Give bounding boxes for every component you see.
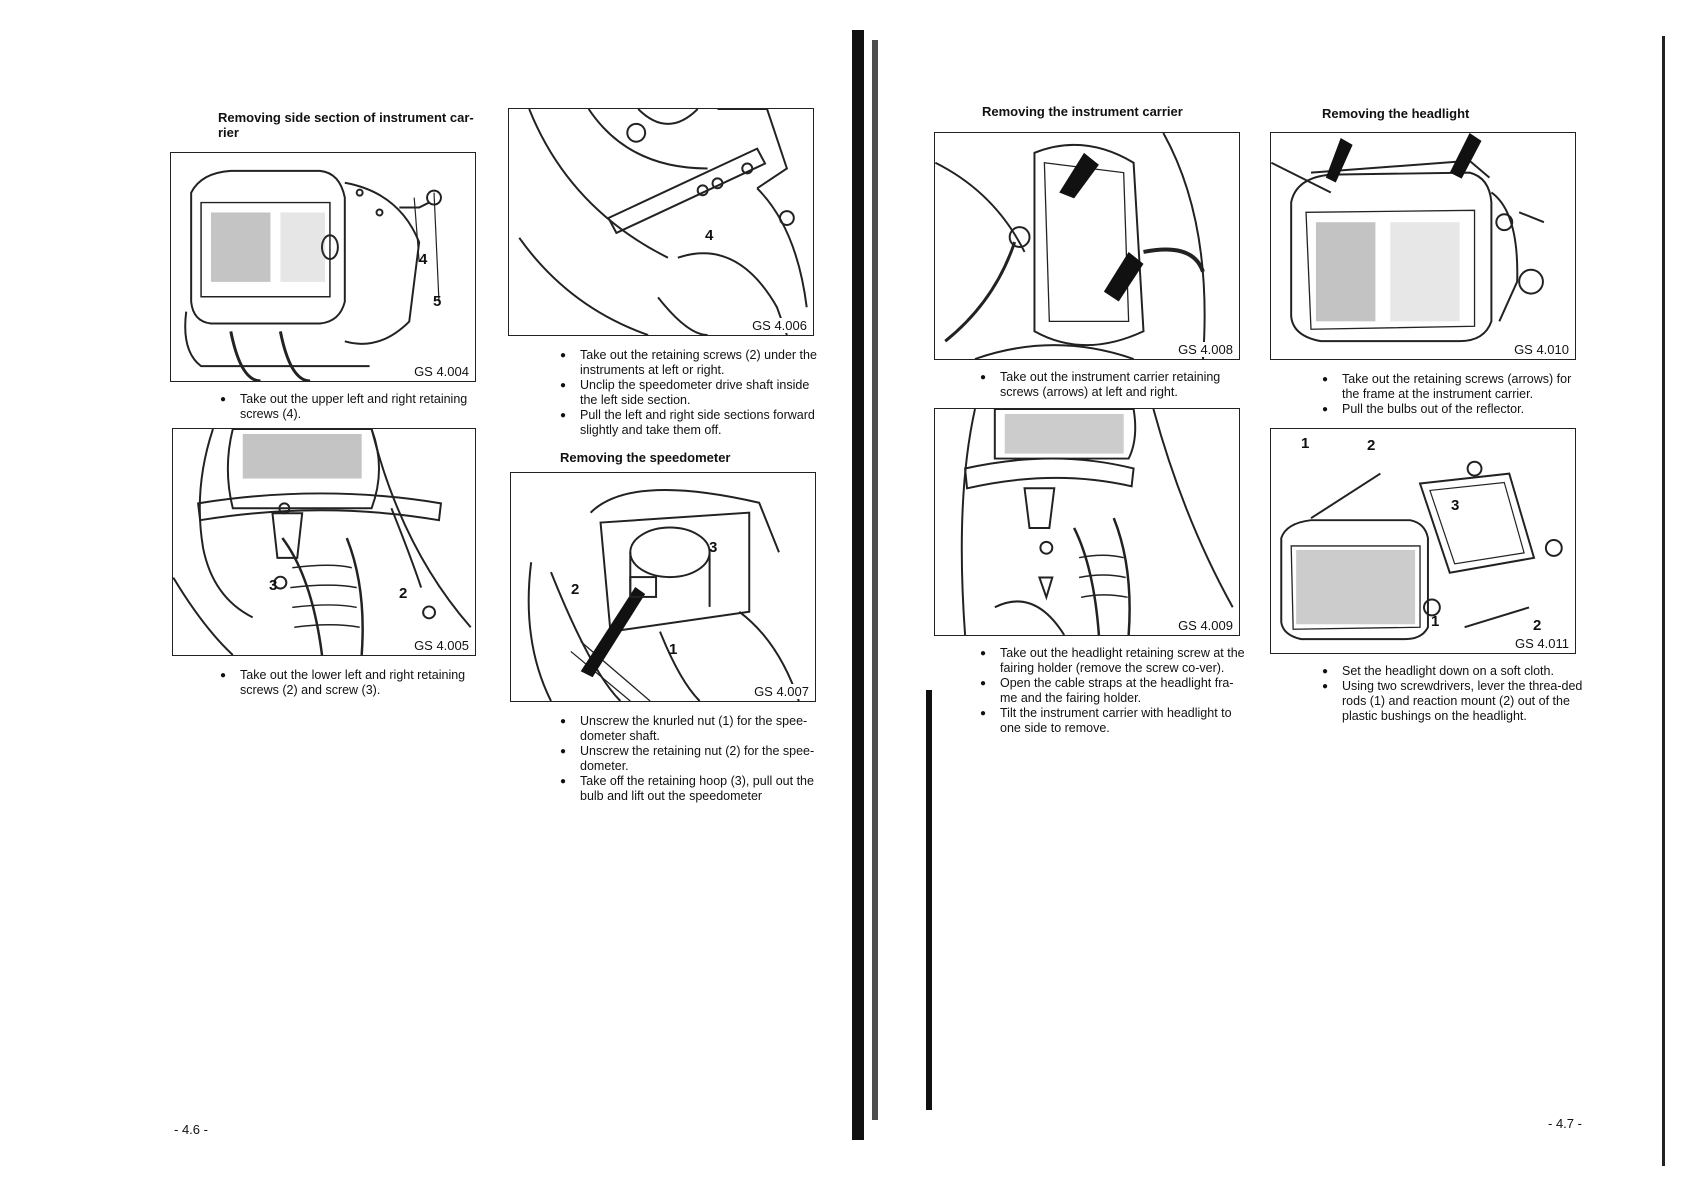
bullet-item: Tilt the instrument carrier with headlig… xyxy=(978,706,1250,736)
bullet-item: Pull the left and right side sections fo… xyxy=(558,408,826,438)
bullet-item: Take out the upper left and right retain… xyxy=(218,392,486,422)
callout-1-bottom: 1 xyxy=(1431,613,1440,630)
figure-label: GS 4.008 xyxy=(1175,342,1236,357)
callout-4: 4 xyxy=(419,251,428,268)
bullet-item: Using two screwdrivers, lever the threa-… xyxy=(1320,679,1592,724)
bullet-item: Take out the retaining screws (arrows) f… xyxy=(1320,372,1592,402)
binding-gutter-shadow-lower xyxy=(926,690,932,1110)
bullet-item: Take off the retaining hoop (3), pull ou… xyxy=(558,774,830,804)
figure-gs-4-011: 1 2 3 1 2 GS 4.011 xyxy=(1270,428,1576,654)
headlight-side-illustration xyxy=(184,169,442,381)
bullet-item: Pull the bulbs out of the reflector. xyxy=(1320,402,1592,417)
figure-label: GS 4.005 xyxy=(411,638,472,653)
bullet-list-headlight-mount: Set the headlight down on a soft cloth. … xyxy=(1320,664,1592,724)
bullet-list-carrier-screws: Take out the instrument carrier retainin… xyxy=(978,370,1250,400)
callout-3: 3 xyxy=(269,577,278,594)
section-heading-speedometer: Removing the speedometer xyxy=(560,450,731,465)
callout-2: 2 xyxy=(399,585,408,602)
figure-gs-4-009: GS 4.009 xyxy=(934,408,1240,636)
bullet-item: Open the cable straps at the headlight f… xyxy=(978,676,1250,706)
figure-gs-4-008: GS 4.008 xyxy=(934,132,1240,360)
callout-2-top: 2 xyxy=(1367,437,1376,454)
bullet-list-lower-screws: Take out the lower left and right retain… xyxy=(218,668,486,698)
callout-2: 2 xyxy=(571,581,580,598)
instrument-carrier-lower-illustration xyxy=(173,429,472,655)
figure-gs-4-007: 3 2 1 GS 4.007 xyxy=(510,472,816,702)
section-heading-headlight: Removing the headlight xyxy=(1322,106,1470,121)
callout-4: 4 xyxy=(705,227,714,244)
page-number-left: - 4.6 - xyxy=(174,1122,208,1137)
section-heading-side-section: Removing side section of instrument car-… xyxy=(218,110,474,140)
figure-label: GS 4.006 xyxy=(749,318,810,333)
bullet-item: Unclip the speedometer drive shaft insid… xyxy=(558,378,826,408)
bullet-item: Unscrew the knurled nut (1) for the spee… xyxy=(558,714,830,744)
bullet-item: Set the headlight down on a soft cloth. xyxy=(1320,664,1592,679)
bullet-item: Take out the headlight retaining screw a… xyxy=(978,646,1250,676)
section-heading-instrument-carrier: Removing the instrument carrier xyxy=(982,104,1183,119)
callout-3: 3 xyxy=(709,539,718,556)
figure-gs-4-004: 4 5 GS 4.004 xyxy=(170,152,476,382)
headlight-frame-illustration xyxy=(1271,133,1545,343)
callout-2-bottom: 2 xyxy=(1533,617,1542,634)
callout-5: 5 xyxy=(433,293,442,310)
figure-label: GS 4.007 xyxy=(751,684,812,699)
instrument-carrier-illustration xyxy=(935,133,1206,359)
figure-label: GS 4.010 xyxy=(1511,342,1572,357)
page-number-right: - 4.7 - xyxy=(1548,1116,1582,1131)
speedometer-removal-illustration xyxy=(527,489,800,701)
figure-gs-4-005: 3 2 GS 4.005 xyxy=(172,428,476,656)
bullet-list-carrier-removal: Take out the headlight retaining screw a… xyxy=(978,646,1250,736)
bullet-item: Take out the lower left and right retain… xyxy=(218,668,486,698)
callout-1-top: 1 xyxy=(1301,435,1310,452)
page-edge-line xyxy=(1662,36,1665,1166)
bullet-item: Unscrew the retaining nut (2) for the sp… xyxy=(558,744,830,774)
binding-gutter-shadow xyxy=(852,30,864,1140)
bullet-item: Take out the instrument carrier retainin… xyxy=(978,370,1250,400)
binding-gutter-shadow-secondary xyxy=(872,40,878,1120)
callout-3: 3 xyxy=(1451,497,1460,514)
headlight-mount-illustration xyxy=(1280,460,1563,641)
figure-gs-4-010: GS 4.010 xyxy=(1270,132,1576,360)
bullet-item: Take out the retaining screws (2) under … xyxy=(558,348,826,378)
figure-label: GS 4.009 xyxy=(1175,618,1236,633)
bullet-list-headlight-frame: Take out the retaining screws (arrows) f… xyxy=(1320,372,1592,417)
bullet-list-upper-screws: Take out the upper left and right retain… xyxy=(218,392,486,422)
figure-label: GS 4.011 xyxy=(1512,636,1572,651)
callout-1: 1 xyxy=(669,641,678,658)
speedometer-side-illustration xyxy=(518,109,808,335)
figure-label: GS 4.004 xyxy=(411,364,472,379)
fairing-holder-illustration xyxy=(960,409,1234,635)
bullet-list-speedometer-removal: Unscrew the knurled nut (1) for the spee… xyxy=(558,714,830,804)
figure-gs-4-006: 4 GS 4.006 xyxy=(508,108,814,336)
bullet-list-speedometer-prep: Take out the retaining screws (2) under … xyxy=(558,348,826,438)
